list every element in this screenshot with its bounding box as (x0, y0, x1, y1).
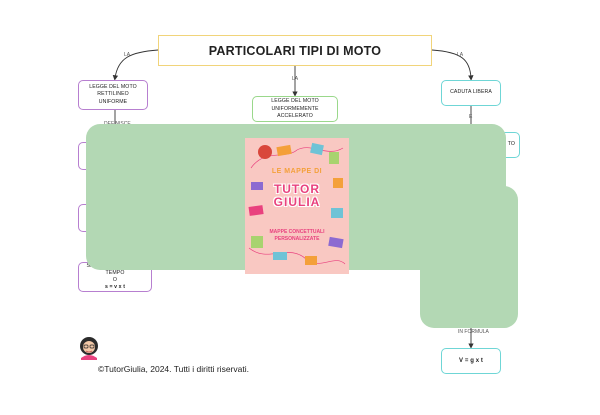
node-moto-rettilineo-uniforme: LEGGE DEL MOTO RETTILINEO UNIFORME (78, 80, 148, 110)
edge-label-center: LA (292, 76, 299, 82)
node-caduta-libera: CADUTA LIBERA (441, 80, 501, 106)
formula-line-3: s = v x t (104, 284, 126, 291)
poster-heading: LE MAPPE DI (271, 168, 323, 175)
poster-brand: TUTOR GIULIA (245, 182, 349, 210)
poster-brand-line-1: TUTOR (273, 182, 321, 196)
poster-decorations (248, 142, 346, 265)
copyright-text: ©TutorGiulia, 2024. Tutti i diritti rise… (98, 364, 249, 374)
poster-brand-line-2: GIULIA (273, 195, 321, 210)
edge-label-right-e: E (469, 114, 473, 120)
poster-subtitle-line-1: MAPPE CONCETTUALI (269, 229, 325, 235)
node-right-partial-text: TO (507, 141, 515, 148)
node-formula-caduta-libera: V = g x t (441, 348, 501, 374)
overlay-block-right (420, 186, 518, 328)
edge-label-right: LA (457, 52, 464, 58)
promo-poster: LE MAPPE DI TUTOR GIULIA MAPPE CONCETTUA… (245, 138, 349, 274)
poster-subtitle-line-2: PERSONALIZZATE (274, 235, 320, 242)
edge-label-in-formula: IN FORMULA (458, 329, 489, 335)
formula-line-2: O (112, 277, 118, 283)
node-moto-uniformemente-accelerato: LEGGE DEL MOTO UNIFORMEMENTE ACCELERATO (252, 96, 338, 122)
poster-subtitle: MAPPE CONCETTUALI PERSONALIZZATE (245, 229, 349, 242)
avatar-logo-icon (80, 337, 98, 360)
map-title: PARTICOLARI TIPI DI MOTO (158, 35, 432, 66)
edge-label-left: LA (124, 52, 131, 58)
